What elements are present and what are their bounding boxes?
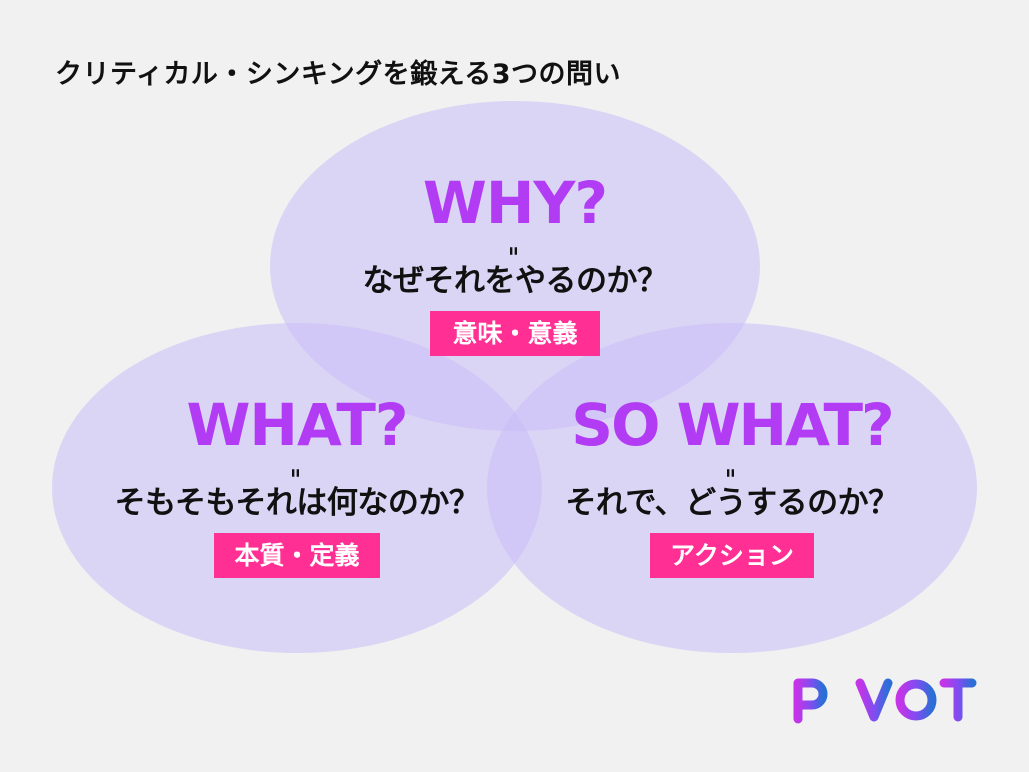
- what-tag: 本質・定義: [214, 533, 380, 578]
- circle-sowhat: [487, 323, 977, 653]
- what-heading: WHAT?: [186, 391, 408, 459]
- equals-mark: =: [284, 467, 308, 479]
- page-title: クリティカル・シンキングを鍛える3つの問い: [55, 59, 622, 90]
- sowhat-tag: アクション: [650, 533, 814, 578]
- what-question: そもそもそれは何なのか？: [114, 485, 480, 521]
- why-heading: WHY?: [422, 169, 608, 237]
- equals-mark: =: [719, 467, 743, 479]
- equals-mark: =: [502, 245, 526, 257]
- pivot-logo: [793, 678, 977, 724]
- why-block: WHY? = なぜそれをやるのか？ 意味・意義: [270, 174, 760, 356]
- sowhat-question: それで、どうするのか？: [565, 485, 899, 521]
- why-question: なぜそれをやるのか？: [362, 263, 669, 299]
- why-tag: 意味・意義: [430, 311, 600, 356]
- sowhat-heading: SO WHAT?: [571, 391, 894, 459]
- sowhat-block: SO WHAT? = それで、どうするのか？ アクション: [487, 396, 977, 578]
- circle-what: [52, 323, 542, 653]
- what-block: WHAT? = そもそもそれは何なのか？ 本質・定義: [52, 396, 542, 578]
